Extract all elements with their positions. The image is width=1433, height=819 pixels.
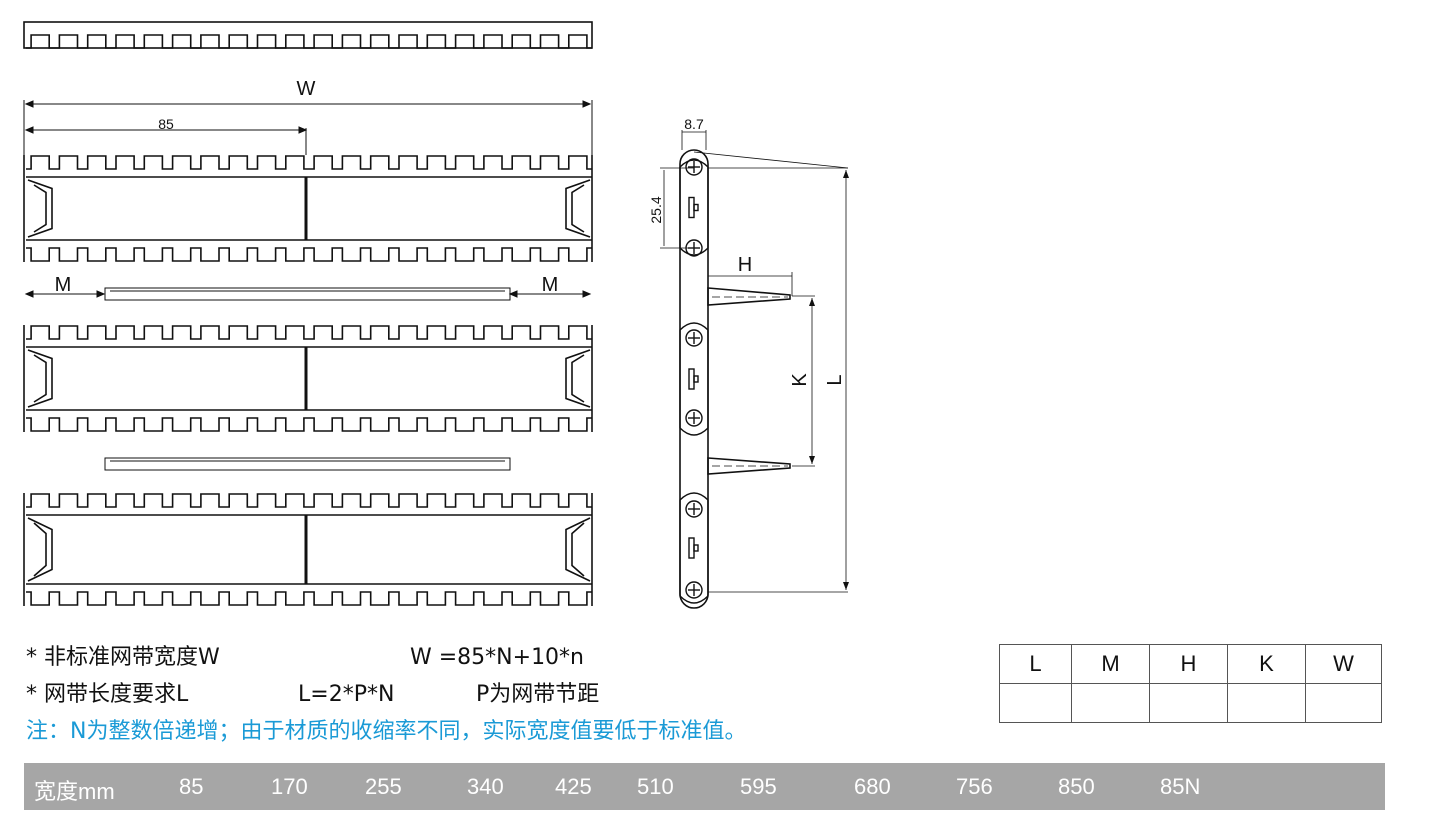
belt-module xyxy=(23,493,593,606)
note-width-label: * 非标准网带宽度W xyxy=(26,645,220,670)
side-guide-left xyxy=(27,517,53,582)
width-option: 680 xyxy=(854,774,891,799)
tooth-edge xyxy=(26,155,592,170)
link-slot xyxy=(688,196,695,219)
spec-table: L M H K W xyxy=(999,644,1382,723)
link-slot xyxy=(693,375,699,383)
link-slot xyxy=(693,203,699,212)
width-dimension xyxy=(23,100,593,155)
note-pitch-desc: P为网带节距 xyxy=(476,682,600,707)
width-option: 850 xyxy=(1058,774,1095,799)
spec-header-l: L xyxy=(999,644,1072,684)
width-option: 510 xyxy=(637,774,674,799)
flight-spacing-label: K xyxy=(789,373,811,387)
thickness-label: 8.7 xyxy=(684,116,704,132)
spec-header-h: H xyxy=(1149,644,1228,684)
spec-value-w[interactable] xyxy=(1305,683,1382,723)
link-body xyxy=(679,159,709,256)
tooth-edge xyxy=(26,34,592,49)
tooth-edge xyxy=(26,493,592,508)
side-guide-left xyxy=(33,522,47,577)
spec-value-m[interactable] xyxy=(1071,683,1150,723)
width-option: 756 xyxy=(956,774,993,799)
margin-left-label: M xyxy=(55,274,72,296)
side-guide-right xyxy=(571,184,585,233)
tooth-edge xyxy=(26,591,592,606)
side-guide-right xyxy=(571,522,585,577)
side-guide-left xyxy=(33,184,47,233)
spec-value-k[interactable] xyxy=(1227,683,1306,723)
tooth-edge xyxy=(26,247,592,262)
note-warning: 注：N为整数倍递增；由于材质的收缩率不同，实际宽度值要低于标准值。 xyxy=(26,719,747,744)
link-body xyxy=(679,492,709,604)
pitch-height-label: 25.4 xyxy=(648,196,664,223)
note-width-formula: W =85*N+10*n xyxy=(410,645,585,670)
pin-circle xyxy=(685,500,703,518)
width-option: 85N xyxy=(1160,774,1201,799)
width-options-bar: 宽度mm 85 170 255 340 425 510 595 680 756 … xyxy=(24,763,1385,810)
pitch-width-label: 85 xyxy=(158,116,174,132)
side-guide-left xyxy=(27,349,53,408)
top-strip-frame xyxy=(23,21,593,49)
belt-drawing: W 85 M M 8.7 25.4 xyxy=(23,21,849,609)
margin-right-label: M xyxy=(542,274,559,296)
width-label: W xyxy=(297,78,316,100)
belt-module xyxy=(23,155,593,262)
length-label: L xyxy=(824,374,846,385)
link-slot xyxy=(688,537,695,559)
side-links xyxy=(679,158,709,604)
side-guide-left xyxy=(27,179,53,238)
width-option: 170 xyxy=(271,774,308,799)
spec-header-k: K xyxy=(1227,644,1306,684)
width-option: 340 xyxy=(467,774,504,799)
width-bar-label: 宽度mm xyxy=(34,779,115,804)
width-option: 425 xyxy=(555,774,592,799)
spec-table-header-row: L M H K W xyxy=(999,644,1382,684)
belt-module xyxy=(23,325,593,432)
width-option: 595 xyxy=(740,774,777,799)
note-length-formula: L=2*P*N xyxy=(298,682,395,707)
side-guide-right xyxy=(571,354,585,403)
tooth-edge xyxy=(26,325,592,340)
spec-header-m: M xyxy=(1071,644,1150,684)
side-guide-right xyxy=(565,349,591,408)
side-guide-right xyxy=(565,517,591,582)
top-module-strip xyxy=(23,21,593,49)
spec-value-h[interactable] xyxy=(1149,683,1228,723)
belt-modules xyxy=(23,155,593,606)
link-slot xyxy=(688,368,695,390)
link-body xyxy=(679,322,709,436)
pin-circle xyxy=(685,158,703,176)
spec-header-w: W xyxy=(1305,644,1382,684)
link-slot xyxy=(693,544,699,552)
pin-circle xyxy=(685,239,703,257)
width-option: 255 xyxy=(365,774,402,799)
side-guide-right xyxy=(565,179,591,238)
width-option: 85 xyxy=(179,774,204,799)
pin-circle xyxy=(685,329,703,347)
note-length-label: * 网带长度要求L xyxy=(26,682,189,707)
side-guide-left xyxy=(33,354,47,403)
spec-value-l[interactable] xyxy=(999,683,1072,723)
pin-circle xyxy=(685,409,703,427)
pin-circle xyxy=(685,581,703,599)
spec-table-value-row xyxy=(999,683,1382,723)
margin-dimension xyxy=(24,287,592,471)
tooth-edge xyxy=(26,417,592,432)
flight-height-label: H xyxy=(738,254,752,276)
